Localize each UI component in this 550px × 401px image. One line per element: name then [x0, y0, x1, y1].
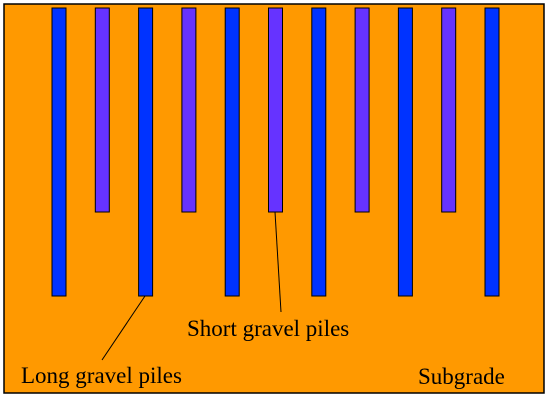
pile-group [51, 7, 500, 297]
long-gravel-pile [484, 7, 500, 297]
subgrade-label: Subgrade [418, 364, 505, 389]
long-gravel-pile [224, 7, 240, 297]
long-gravel-pile [397, 7, 413, 297]
long-gravel-pile [311, 7, 327, 297]
long-gravel-pile [138, 7, 154, 297]
short-gravel-pile [441, 7, 457, 213]
short-gravel-pile [94, 7, 110, 213]
short-gravel-pile [268, 7, 283, 213]
long-piles-leader [101, 295, 146, 361]
long-gravel-pile [51, 7, 67, 297]
short-gravel-pile [181, 7, 197, 213]
short-piles-label: Short gravel piles [187, 316, 349, 341]
long-piles-label: Long gravel piles [21, 363, 182, 388]
short-gravel-pile [354, 7, 370, 213]
short-piles-leader [274, 211, 282, 313]
